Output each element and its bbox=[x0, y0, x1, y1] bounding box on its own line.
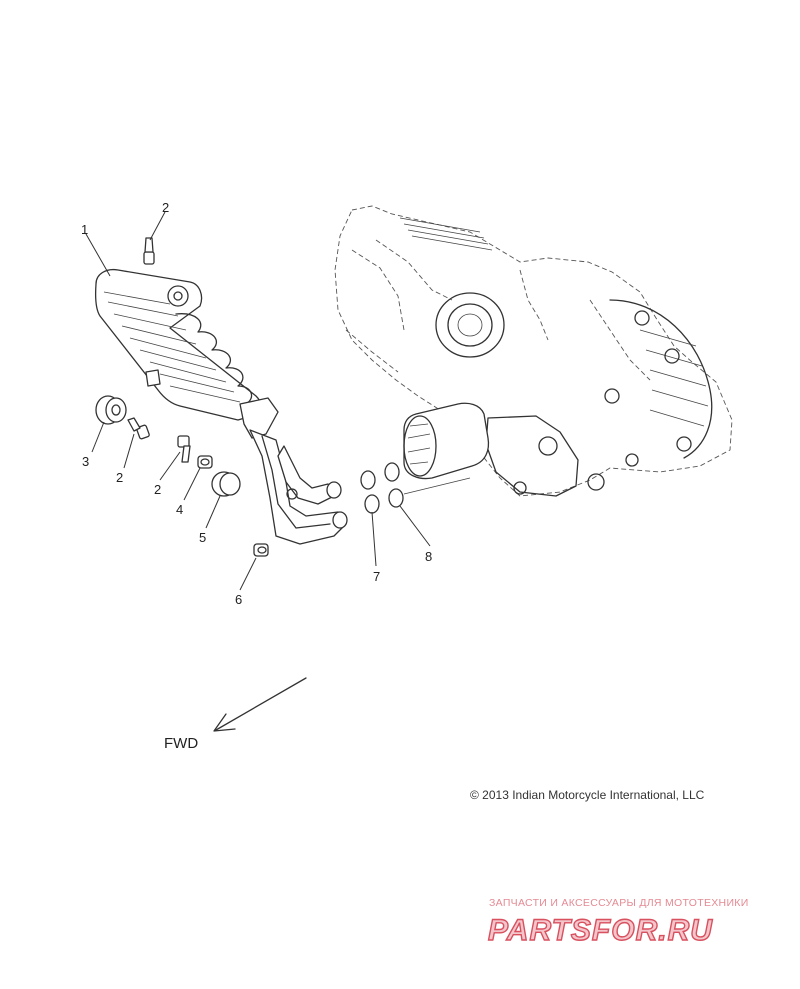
copyright-notice: © 2013 Indian Motorcycle International, … bbox=[470, 788, 705, 802]
grommet-5 bbox=[211, 471, 241, 497]
callout-1: 1 bbox=[81, 222, 88, 237]
bolt-6 bbox=[253, 543, 269, 557]
callout-7: 7 bbox=[373, 569, 380, 584]
bolt-2-left bbox=[127, 417, 150, 440]
callout-labels: 1 2 2 2 3 4 5 6 7 8 bbox=[81, 200, 432, 607]
callout-2-top: 2 bbox=[162, 200, 169, 215]
callout-2-center: 2 bbox=[154, 482, 161, 497]
watermark-tagline: ЗАПЧАСТИ И АКСЕССУАРЫ ДЛЯ МОТОТЕХНИКИ bbox=[489, 897, 749, 909]
watermark-brand: PARTSFOR.RU bbox=[488, 914, 713, 947]
leader-lines bbox=[85, 211, 431, 591]
o-rings-8 bbox=[384, 462, 471, 508]
callout-5: 5 bbox=[199, 530, 206, 545]
arrow-down-left-icon bbox=[213, 677, 307, 732]
callout-2-left: 2 bbox=[116, 470, 123, 485]
bolt-2-center bbox=[177, 435, 191, 463]
callout-6: 6 bbox=[235, 592, 242, 607]
callout-8: 8 bbox=[425, 549, 432, 564]
grommet-3 bbox=[95, 395, 127, 425]
engine-crankcase bbox=[334, 205, 733, 497]
bolt-4 bbox=[197, 455, 213, 469]
fwd-label: FWD bbox=[164, 735, 198, 752]
callout-4: 4 bbox=[176, 502, 183, 517]
oil-cooler bbox=[94, 268, 348, 545]
callout-3: 3 bbox=[82, 454, 89, 469]
o-rings-7 bbox=[360, 470, 380, 514]
direction-indicator: FWD bbox=[164, 677, 307, 752]
bolt-2-top bbox=[143, 237, 155, 265]
watermark: ЗАПЧАСТИ И АКСЕССУАРЫ ДЛЯ МОТОТЕХНИКИ PA… bbox=[487, 897, 749, 948]
